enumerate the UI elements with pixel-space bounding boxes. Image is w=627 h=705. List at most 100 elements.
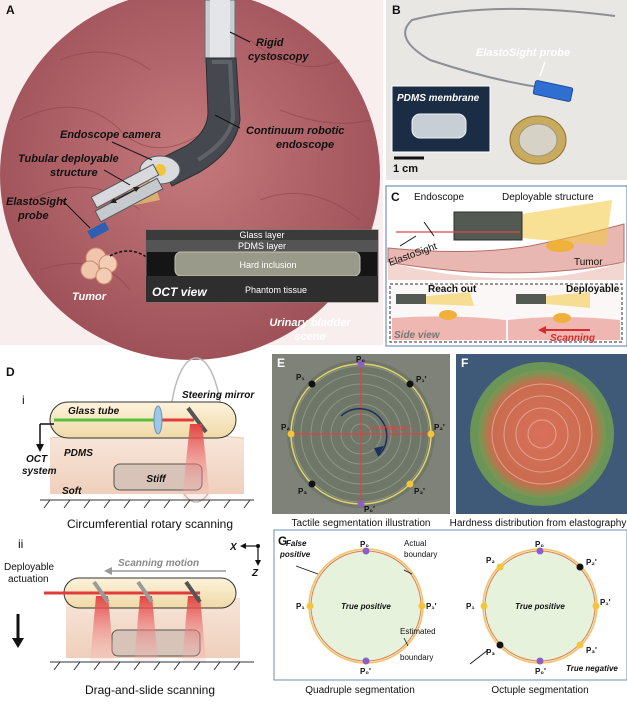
label-pdms-d: PDMS [64,448,93,459]
tumor-a [80,247,118,285]
g-oct-p3p: P₃' [586,646,597,655]
axis-z-label: Z [251,568,259,579]
label-stiff: Stiff [146,474,167,485]
d-ii-numeral: ii [18,537,23,551]
label-rigid-line2: cystoscopy [248,51,309,63]
label-reach-out: Reach out [428,284,477,295]
elastosight-probe-a [87,221,110,240]
g-leaders [295,565,489,665]
panel-d-letter: D [6,365,15,379]
g-quad-p1: P₁ [296,602,305,611]
quad-points [306,547,426,665]
axis-x-label: X [229,542,238,553]
beam-i [182,424,210,500]
panel-g: P₀ P₁ P₁' P₀' True positive P₀ P₂ P₂' P₁… [273,529,627,696]
label-tubular-line2: structure [50,167,98,179]
panel-c: C Endoscope Deployable structure ElastoS… [385,185,627,347]
e-p2p: P₂' [434,423,445,432]
hatching-ii [50,661,254,671]
hatching-i [40,499,254,509]
g-oct-p2p: P₂' [586,558,597,567]
panel-d: D i Steering mirror Glass tube PDMS OCT … [4,357,261,697]
caption-drag-slide: Drag-and-slide scanning [85,683,215,697]
mirrors-ii [92,580,202,604]
scan-arc [340,408,388,457]
e-p1: P₁ [296,373,305,382]
g-oct-p2: P₂ [486,556,495,565]
d-i-numeral: i [22,393,25,407]
sample-points-e [287,360,435,508]
scanning-path-label: Scanning path [368,425,413,432]
label-scale: 1 cm [393,163,418,175]
panel-b-letter: B [392,3,401,17]
bladder-folds [19,39,371,291]
label-scene-line2: scene [294,331,325,343]
e-p3p: P₃' [414,487,425,496]
mirror-i [186,406,208,434]
axes-indicator: X Z [229,542,261,579]
label-actual-1: Actual [404,539,426,548]
leader-lines-a [61,31,251,229]
g-oct-p1p: P₁' [600,598,611,607]
label-actual-2: boundary [404,550,437,559]
g-oct-p0p: P₀' [535,667,546,676]
elastosight-probe-b [532,80,574,102]
label-steering-mirror: Steering mirror [182,390,255,401]
endoscope-c [453,211,523,241]
caption-tactile: Tactile segmentation illustration [292,518,431,529]
label-false-positive-2: positive [279,550,311,559]
g-quad-p0: P₀ [360,540,369,549]
panel-b: B ElastoSight probe PDMS membrane 1 cm [386,0,627,180]
tissue-surface [387,223,625,274]
g-oct-p3: P₃ [486,648,495,657]
tumor-to-oct-arrow [109,250,149,259]
label-probe-line2: probe [17,210,49,222]
label-elastosight-probe: ElastoSight probe [476,47,570,59]
label-probe-line1: ElastoSight [6,196,68,208]
label-scanning: Scanning [550,333,595,344]
label-deployable-line1: Deployable [4,562,54,573]
oct-view-title: OCT view [152,285,207,299]
oct-pdms-layer: PDMS layer [238,241,286,251]
e-p0: P₀ [356,355,365,364]
label-deployable-c: Deployable [566,284,620,295]
label-tubular-line1: Tubular deployable [18,153,119,165]
label-tumor-a: Tumor [72,291,107,303]
panel-e: Scanning path P₀ P₁' P₁ P₂ P₂' P₃ P₃' P₀… [272,354,450,529]
label-oct-line2: system [22,466,57,477]
bladder-wall [0,0,380,360]
caption-octuple: Octuple segmentation [491,685,588,696]
label-soft: Soft [62,486,82,497]
deploy-arrow [111,187,139,203]
g-oct-p1: P₁ [466,602,475,611]
label-deployable-structure: Deployable structure [502,192,594,203]
oct-hard-inclusion: Hard inclusion [239,260,296,270]
g-quad-p0p: P₀' [360,667,371,676]
probe-cable [404,7,616,89]
label-true-negative: True negative [566,664,618,673]
g-oct-true-positive: True positive [515,602,565,611]
label-estimated-1: Estimated [400,627,436,636]
label-rigid-line1: Rigid [256,37,284,49]
panel-a: A Rigid cystoscopy Endoscope camera Cont… [0,0,383,360]
g-quad-true-positive: True positive [341,602,391,611]
oct-phantom-tissue: Phantom tissue [245,285,307,295]
caption-hardness: Hardness distribution from elastography [450,518,627,529]
oct-inset [145,229,379,303]
e-p1p: P₁' [416,375,427,384]
label-estimated-2: boundary [400,653,433,662]
e-p3: P₃ [298,487,307,496]
label-continuum-line2: endoscope [276,139,334,151]
caption-quadruple: Quadruple segmentation [305,685,415,696]
label-camera: Endoscope camera [60,129,161,141]
panel-f: F Hardness distribution from elastograph… [450,354,627,529]
label-tumor-c: Tumor [574,257,603,268]
label-endoscope-c: Endoscope [414,192,464,203]
oct-glass-layer: Glass layer [239,230,284,240]
g-oct-p0: P₀ [535,540,544,549]
panel-a-letter: A [6,3,15,17]
tumor-c [546,240,574,252]
oct-points [480,547,600,665]
panel-c-letter: C [391,190,400,204]
